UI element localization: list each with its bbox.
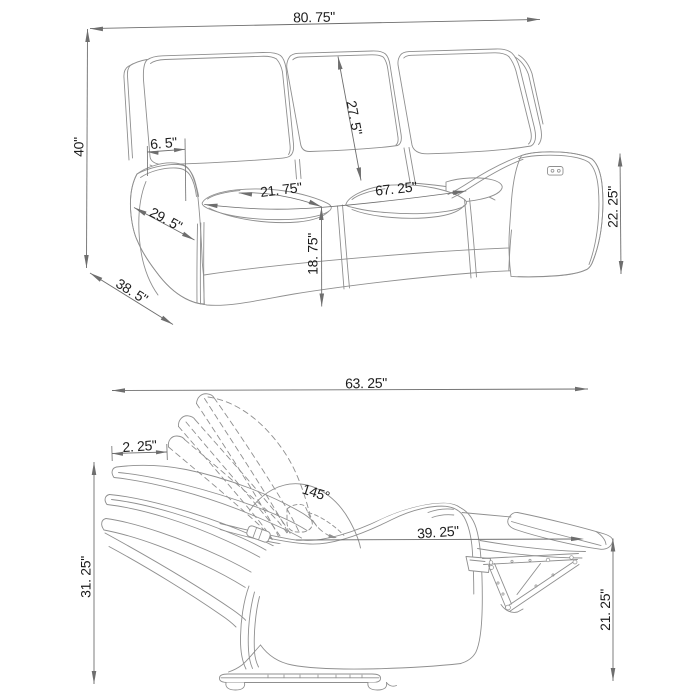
svg-text:67. 25": 67. 25": [374, 178, 418, 198]
svg-text:2. 25": 2. 25": [122, 437, 158, 455]
svg-text:31. 25": 31. 25": [78, 556, 94, 598]
svg-text:21. 25": 21. 25": [597, 589, 613, 631]
svg-text:18. 75": 18. 75": [305, 233, 321, 275]
svg-text:80. 75": 80. 75": [293, 9, 335, 26]
svg-text:27. 5": 27. 5": [343, 99, 365, 136]
svg-text:40": 40": [71, 137, 87, 157]
svg-text:39. 25": 39. 25": [417, 523, 460, 542]
svg-text:21. 75": 21. 75": [259, 179, 303, 200]
svg-text:22. 25": 22. 25": [605, 186, 621, 228]
svg-text:6. 5": 6. 5": [149, 134, 177, 152]
svg-text:63. 25": 63. 25": [345, 375, 387, 392]
